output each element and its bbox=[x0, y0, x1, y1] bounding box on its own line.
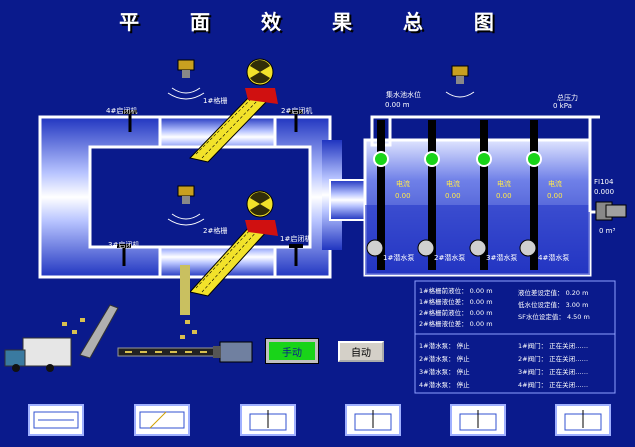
hoist-1[interactable] bbox=[289, 244, 303, 266]
level-row: 1#格栅液位差： 0.00 m bbox=[419, 298, 493, 306]
grille-2[interactable] bbox=[189, 190, 278, 297]
pump-thumbnail-icon bbox=[354, 410, 392, 431]
setpoint-row[interactable]: 液位差设定值： 0.20 m bbox=[518, 289, 589, 297]
inlet-channel bbox=[38, 115, 371, 279]
manual-mode-button[interactable]: 手动 bbox=[265, 338, 319, 364]
level-row: 1#格栅前液位： 0.00 m bbox=[419, 287, 493, 295]
hoist-4-label: 4#启闭机 bbox=[106, 107, 138, 115]
thumbnail-pump-1[interactable] bbox=[240, 404, 296, 436]
thumbnail-overview[interactable] bbox=[28, 404, 84, 436]
dump-truck bbox=[4, 337, 72, 372]
hoist-4[interactable] bbox=[123, 110, 137, 132]
total-pressure-label: 总压力 bbox=[557, 94, 578, 102]
level-sensor-2 bbox=[167, 185, 205, 226]
valve-status-row: 2#阀门： 正在关闭…… bbox=[518, 355, 589, 363]
pump-4-name: 4#潜水泵 bbox=[538, 254, 570, 262]
flow-meter bbox=[595, 201, 627, 221]
setpoint-row[interactable]: SF水位设定值： 4.50 m bbox=[518, 313, 590, 321]
pump-status-row: 2#潜水泵： 停止 bbox=[419, 355, 470, 363]
pump-thumbnail-icon bbox=[564, 410, 602, 431]
total-pressure-value: 0 kPa bbox=[553, 102, 572, 110]
valve-status-row: 3#阀门： 正在关闭…… bbox=[518, 368, 589, 376]
setpoint-row[interactable]: 低水位设定值： 3.00 m bbox=[518, 301, 589, 309]
level-row: 2#格栅液位差： 0.00 m bbox=[419, 320, 493, 328]
grille-1[interactable] bbox=[189, 58, 278, 163]
pool-level-value: 0.00 m bbox=[385, 101, 410, 109]
pool-level-label: 集水池水位 bbox=[386, 91, 421, 99]
pump-3-current-label: 电流 bbox=[497, 180, 511, 188]
grille-2-label: 2#格栅 bbox=[203, 227, 228, 235]
pump-column-2[interactable] bbox=[417, 120, 440, 270]
pump-column-3[interactable] bbox=[469, 120, 492, 270]
hoist-3[interactable] bbox=[117, 244, 131, 266]
pool-level-sensor bbox=[445, 65, 475, 98]
pump-2-current-label: 电流 bbox=[446, 180, 460, 188]
grille-thumbnail-icon bbox=[139, 411, 185, 429]
pump-1-current-label: 电流 bbox=[396, 180, 410, 188]
flow-unit: 0 m³ bbox=[599, 227, 616, 235]
hoist-1-label: 1#启闭机 bbox=[280, 235, 312, 243]
overview-thumbnail-icon bbox=[33, 411, 79, 429]
pump-2-name: 2#潜水泵 bbox=[434, 254, 466, 262]
pump-thumbnail-icon bbox=[459, 410, 497, 431]
pump-1-name: 1#潜水泵 bbox=[383, 254, 415, 262]
pump-status-row: 1#潜水泵： 停止 bbox=[419, 342, 470, 350]
pump-status-row: 4#潜水泵： 停止 bbox=[419, 381, 470, 389]
pump-2-current: 0.00 bbox=[445, 192, 461, 200]
hoist-2[interactable] bbox=[289, 110, 303, 132]
level-sensor-1 bbox=[167, 59, 205, 100]
thumbnail-pump-4[interactable] bbox=[555, 404, 611, 436]
flow-tag: FI104 bbox=[594, 178, 614, 186]
pump-thumbnail-icon bbox=[249, 410, 287, 431]
thumbnail-pump-3[interactable] bbox=[450, 404, 506, 436]
thumbnail-pump-2[interactable] bbox=[345, 404, 401, 436]
level-row: 2#格栅前液位： 0.00 m bbox=[419, 309, 493, 317]
grille-1-label: 1#格栅 bbox=[203, 97, 228, 105]
page-title: 平 面 效 果 总 图 bbox=[119, 10, 516, 34]
pump-4-current-label: 电流 bbox=[548, 180, 562, 188]
belt-conveyor bbox=[79, 304, 229, 359]
pump-4-current: 0.00 bbox=[547, 192, 563, 200]
hoist-2-label: 2#启闭机 bbox=[281, 107, 313, 115]
pump-column-1[interactable] bbox=[366, 120, 389, 270]
pump-3-name: 3#潜水泵 bbox=[486, 254, 518, 262]
pump-3-current: 0.00 bbox=[496, 192, 512, 200]
pump-1-current: 0.00 bbox=[395, 192, 411, 200]
conveyor-motor bbox=[213, 341, 253, 363]
flow-value: 0.000 bbox=[594, 188, 615, 196]
hoist-3-label: 3#启闭机 bbox=[108, 241, 140, 249]
thumbnail-grille[interactable] bbox=[134, 404, 190, 436]
screenings-chute bbox=[62, 265, 197, 339]
valve-status-row: 1#阀门： 正在关闭…… bbox=[518, 342, 589, 350]
auto-mode-button[interactable]: 自动 bbox=[338, 341, 384, 362]
pump-status-row: 3#潜水泵： 停止 bbox=[419, 368, 470, 376]
valve-status-row: 4#阀门： 正在关闭…… bbox=[518, 381, 589, 389]
pump-column-4[interactable] bbox=[519, 120, 542, 270]
